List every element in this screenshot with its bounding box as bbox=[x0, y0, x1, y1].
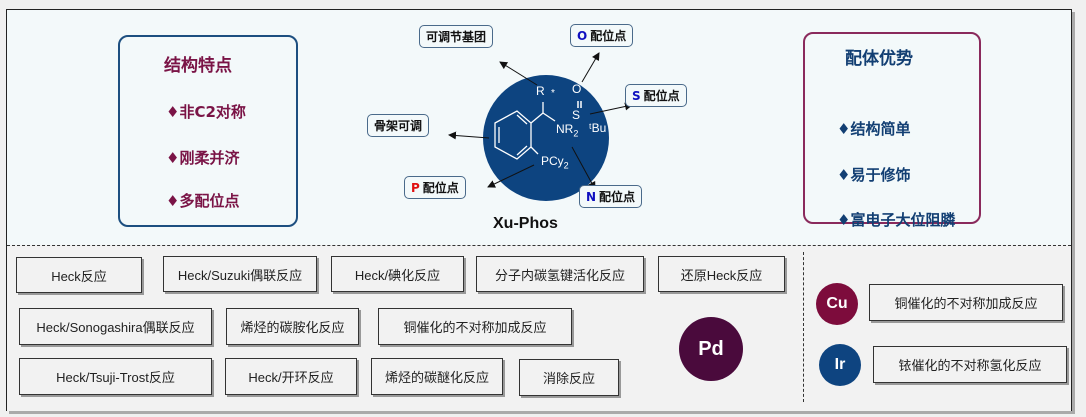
callout-skeleton: 骨架可调 bbox=[367, 114, 430, 137]
callout-text: 配位点 bbox=[599, 190, 636, 204]
ligand-name: Xu-Phos bbox=[493, 215, 558, 232]
cu-metal-badge: Cu bbox=[816, 283, 858, 325]
nr-text: NR bbox=[556, 122, 574, 136]
atom-r: R bbox=[536, 84, 545, 98]
pcy-text: PCy bbox=[541, 154, 564, 168]
stereo-star: * bbox=[551, 88, 555, 99]
reaction-box: 分子内碳氢键活化反应 bbox=[476, 256, 644, 292]
reaction-box: Heck/Suzuki偶联反应 bbox=[163, 256, 317, 292]
atom-nr2: NR2 bbox=[556, 122, 578, 138]
callout-text: 配位点 bbox=[590, 29, 627, 43]
reaction-box: 烯烃的碳胺化反应 bbox=[226, 308, 359, 345]
callout-adjustable-group: 可调节基团 bbox=[419, 25, 494, 48]
ir-metal-badge: Ir bbox=[819, 344, 861, 386]
cu-reaction-box: 铜催化的不对称加成反应 bbox=[869, 284, 1063, 321]
callout-text: 配位点 bbox=[643, 89, 680, 103]
feature-item: ♦刚柔并济 bbox=[166, 149, 240, 167]
molecule-diagram bbox=[448, 52, 633, 201]
molecule-circle bbox=[483, 75, 609, 201]
nr-subscript: 2 bbox=[573, 128, 579, 139]
reaction-box: Heck反应 bbox=[16, 257, 142, 293]
atom-tbu: ᵗBu bbox=[589, 121, 607, 135]
reaction-box: Heck/Tsuji-Trost反应 bbox=[19, 358, 212, 395]
benzene-ring bbox=[494, 101, 582, 160]
reaction-box: 消除反应 bbox=[519, 359, 619, 396]
applications-panel: Heck反应 Heck/Suzuki偶联反应 Heck/碘化反应 分子内碳氢键活… bbox=[7, 245, 1071, 411]
reaction-box: Heck/碘化反应 bbox=[331, 256, 464, 292]
reaction-box: Heck/Sonogashira偶联反应 bbox=[19, 308, 212, 345]
divider bbox=[803, 252, 804, 402]
feature-item: ♦多配位点 bbox=[166, 192, 240, 210]
advantage-item: ♦结构简单 bbox=[837, 120, 911, 138]
atom-s: S bbox=[572, 108, 581, 122]
advantages-box: 配体优势 ♦结构简单 ♦易于修饰 ♦富电子大位阻膦 bbox=[803, 32, 981, 229]
feature-item: ♦非C2对称 bbox=[166, 103, 246, 121]
top-panel: 结构特点 ♦非C2对称 ♦刚柔并济 ♦多配位点 配体优势 ♦结构简单 ♦易于修饰… bbox=[7, 10, 1071, 244]
callout-letter: S bbox=[632, 89, 641, 103]
advantages-title: 配体优势 bbox=[845, 49, 913, 69]
advantage-item: ♦富电子大位阻膦 bbox=[837, 211, 956, 229]
pd-metal-badge: Pd bbox=[679, 317, 743, 381]
callout-arrows bbox=[448, 52, 633, 190]
features-title: 结构特点 bbox=[164, 56, 232, 76]
reaction-box: Heck/开环反应 bbox=[225, 358, 357, 395]
pcy-subscript: 2 bbox=[563, 160, 569, 171]
reaction-box: 铜催化的不对称加成反应 bbox=[378, 308, 572, 345]
features-box: 结构特点 ♦非C2对称 ♦刚柔并济 ♦多配位点 bbox=[118, 35, 298, 227]
callout-text: 配位点 bbox=[422, 181, 459, 195]
reaction-box: 烯烃的碳醚化反应 bbox=[371, 358, 503, 395]
callout-text: 骨架可调 bbox=[374, 119, 423, 133]
advantage-item: ♦易于修饰 bbox=[837, 166, 911, 184]
reaction-box: 还原Heck反应 bbox=[658, 256, 785, 292]
atom-pcy2: PCy2 bbox=[541, 154, 569, 170]
callout-letter: P bbox=[411, 181, 420, 195]
callout-text: 可调节基团 bbox=[426, 30, 487, 44]
callout-letter: N bbox=[586, 190, 597, 204]
ir-reaction-box: 铱催化的不对称氢化反应 bbox=[873, 346, 1067, 383]
figure-frame: 结构特点 ♦非C2对称 ♦刚柔并济 ♦多配位点 配体优势 ♦结构简单 ♦易于修饰… bbox=[6, 9, 1072, 411]
atom-o: O bbox=[572, 82, 582, 96]
callout-letter: O bbox=[577, 29, 588, 43]
